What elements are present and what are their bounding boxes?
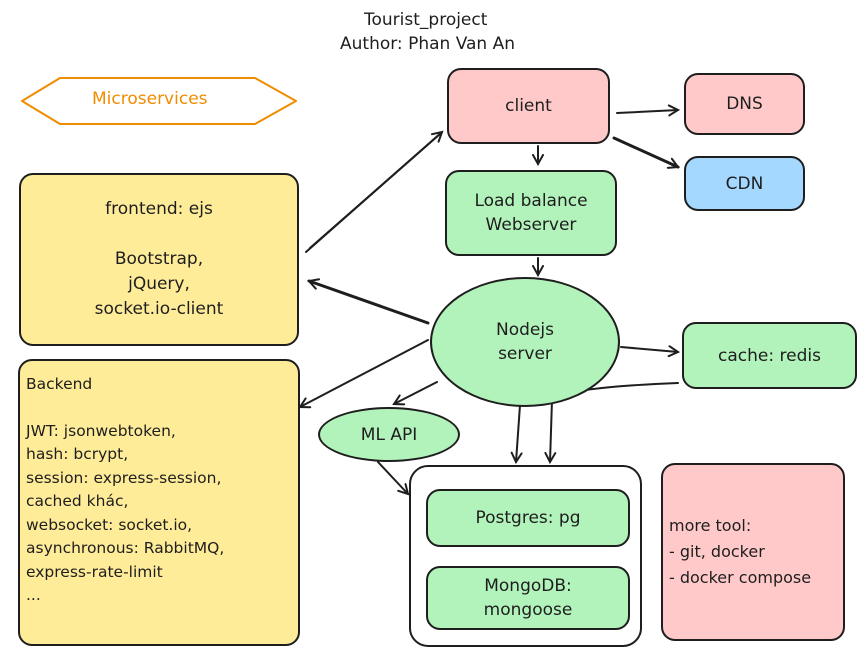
microservices-label: Microservices [92, 89, 208, 109]
diagram-author: Author: Phan Van An [340, 34, 515, 54]
arrow-nodejs-mlapi [394, 381, 438, 404]
more-tool-node[interactable]: more tool: - git, docker - docker compos… [661, 463, 845, 641]
arrow-client-dns [616, 110, 678, 113]
backend-line-3: JWT: jsonwebtoken, [26, 421, 176, 440]
client-label: client [505, 96, 552, 116]
backend-line-1: Backend [26, 375, 93, 393]
frontend-line-3: Bootstrap, [114, 249, 204, 269]
load-balancer-line-2: Webserver [485, 215, 577, 235]
dns-node[interactable]: DNS [684, 73, 805, 135]
client-node[interactable]: client [447, 68, 610, 144]
more-tool-line-3: - docker compose [669, 568, 812, 587]
backend-line-6: cached khác, [26, 492, 129, 510]
nodejs-line-2: server [498, 344, 552, 364]
postgres-label: Postgres: pg [475, 508, 581, 528]
more-tool-line-1: more tool: [669, 516, 752, 535]
backend-line-8: asynchronous: RabbitMQ, [26, 539, 225, 557]
ml-api-node[interactable]: ML API [318, 407, 460, 462]
postgres-node[interactable]: Postgres: pg [426, 489, 630, 547]
microservices-diamond [21, 77, 297, 125]
backend-line-9: express-rate-limit [26, 562, 163, 581]
nodejs-line-1: Nodejs [496, 320, 554, 340]
frontend-line-4: jQuery, [128, 274, 190, 294]
arrow-nodejs-backend [300, 339, 429, 407]
load-balancer-line-1: Load balance [474, 191, 588, 211]
backend-line-4: hash: bcrypt, [26, 445, 129, 463]
cdn-node[interactable]: CDN [684, 156, 805, 211]
cache-label: cache: redis [718, 345, 821, 366]
backend-line-10: ... [26, 586, 41, 604]
mongodb-line-2: mongoose [483, 600, 573, 620]
dns-label: DNS [726, 94, 763, 114]
nodejs-server-node[interactable]: Nodejs server [430, 277, 620, 407]
arrow-client-cdn [612, 136, 678, 167]
arrow-nodejs-cache [620, 347, 678, 352]
frontend-line-1: frontend: ejs [105, 199, 213, 219]
cdn-label: CDN [725, 173, 764, 194]
mongodb-line-1: MongoDB: [484, 576, 572, 596]
backend-node[interactable]: Backend JWT: jsonwebtoken, hash: bcrypt,… [18, 359, 300, 646]
cache-redis-node[interactable]: cache: redis [682, 322, 857, 389]
load-balancer-node[interactable]: Load balance Webserver [445, 170, 617, 256]
ml-api-label: ML API [360, 424, 418, 445]
arrow-nodejs-frontend [309, 281, 430, 325]
frontend-line-5: socket.io-client [94, 299, 224, 319]
arrow-nodejs-db [516, 404, 520, 462]
arrow-frontend-client-stroke2 [309, 133, 441, 249]
backend-line-7: websocket: socket.io, [26, 515, 193, 534]
arrow-mlapi-db [377, 461, 408, 494]
backend-line-5: session: express-session, [26, 468, 222, 487]
mongodb-node[interactable]: MongoDB: mongoose [426, 566, 630, 630]
more-tool-line-2: - git, docker [669, 542, 765, 561]
frontend-node[interactable]: frontend: ejs Bootstrap, jQuery, socket.… [19, 173, 299, 346]
diagram-title: Tourist_project [364, 10, 488, 30]
